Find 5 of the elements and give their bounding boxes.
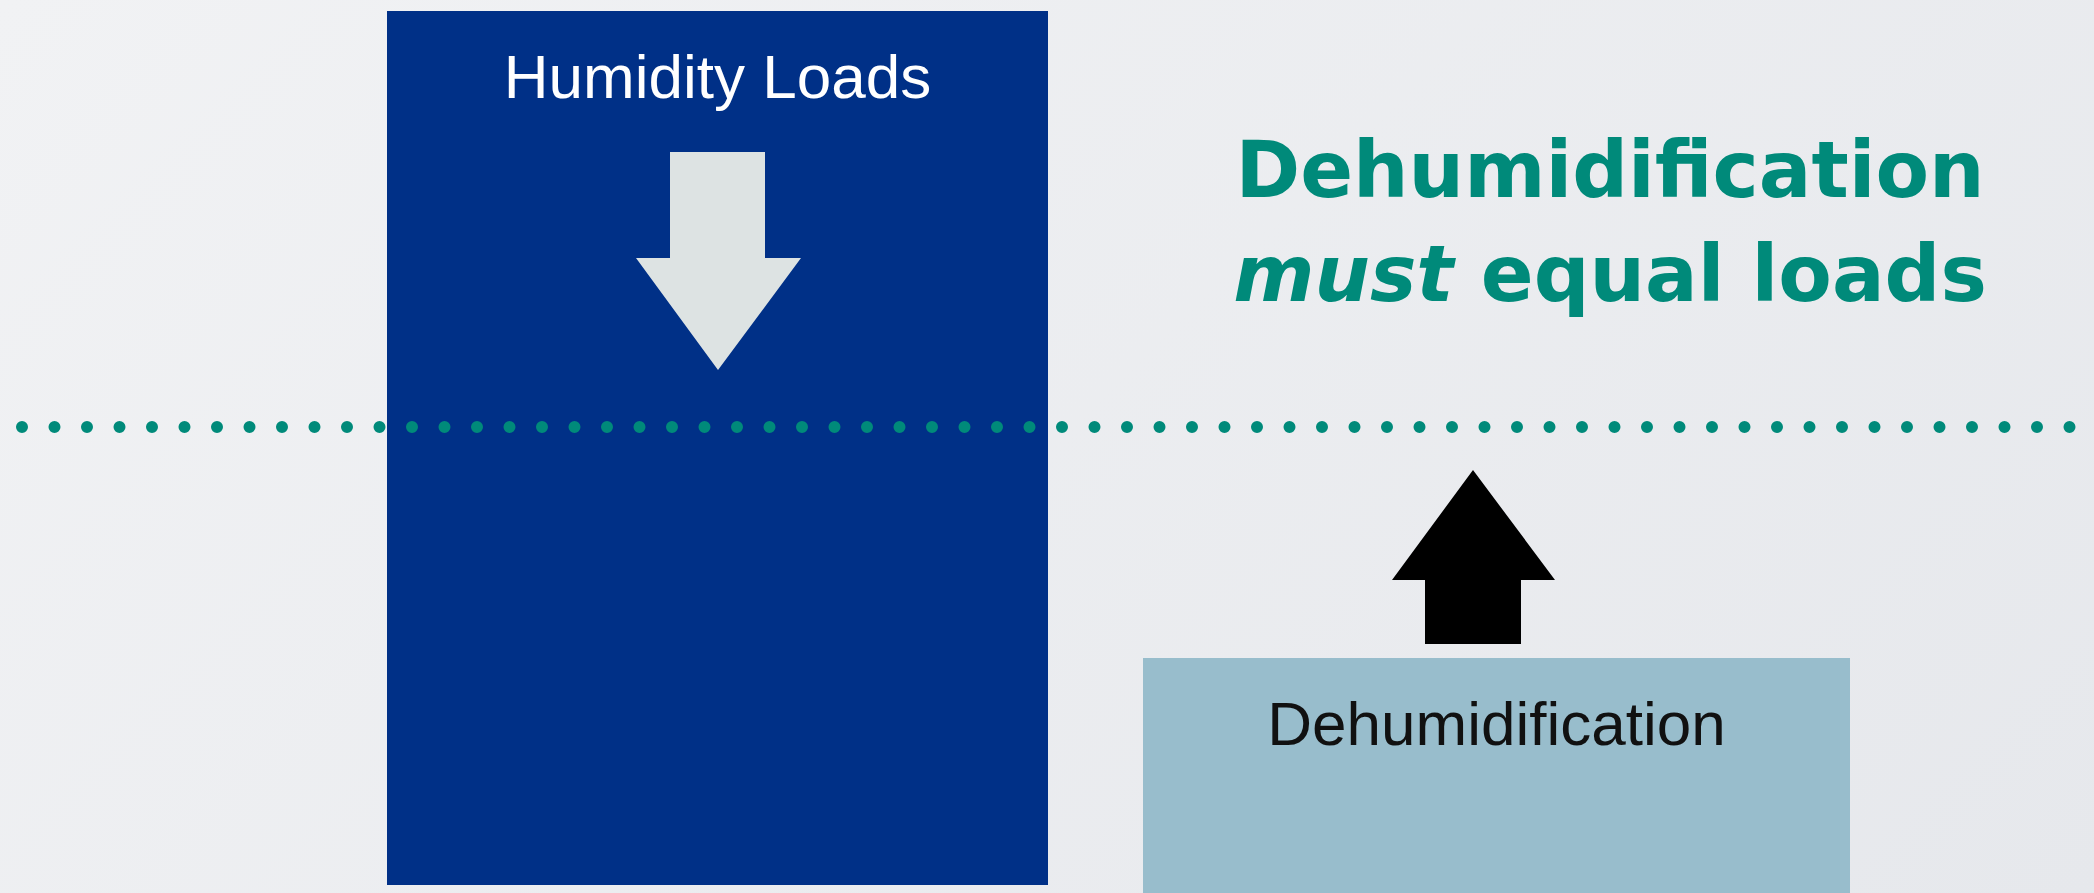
humidity-load-bar [387, 11, 1048, 885]
bar-label: Humidity Loads [502, 41, 933, 112]
dehumidification-bar [1143, 658, 1850, 893]
heading-text: Dehumidification must equal loads [1232, 124, 1988, 321]
bar-label: Dehumidification [1266, 688, 1727, 759]
